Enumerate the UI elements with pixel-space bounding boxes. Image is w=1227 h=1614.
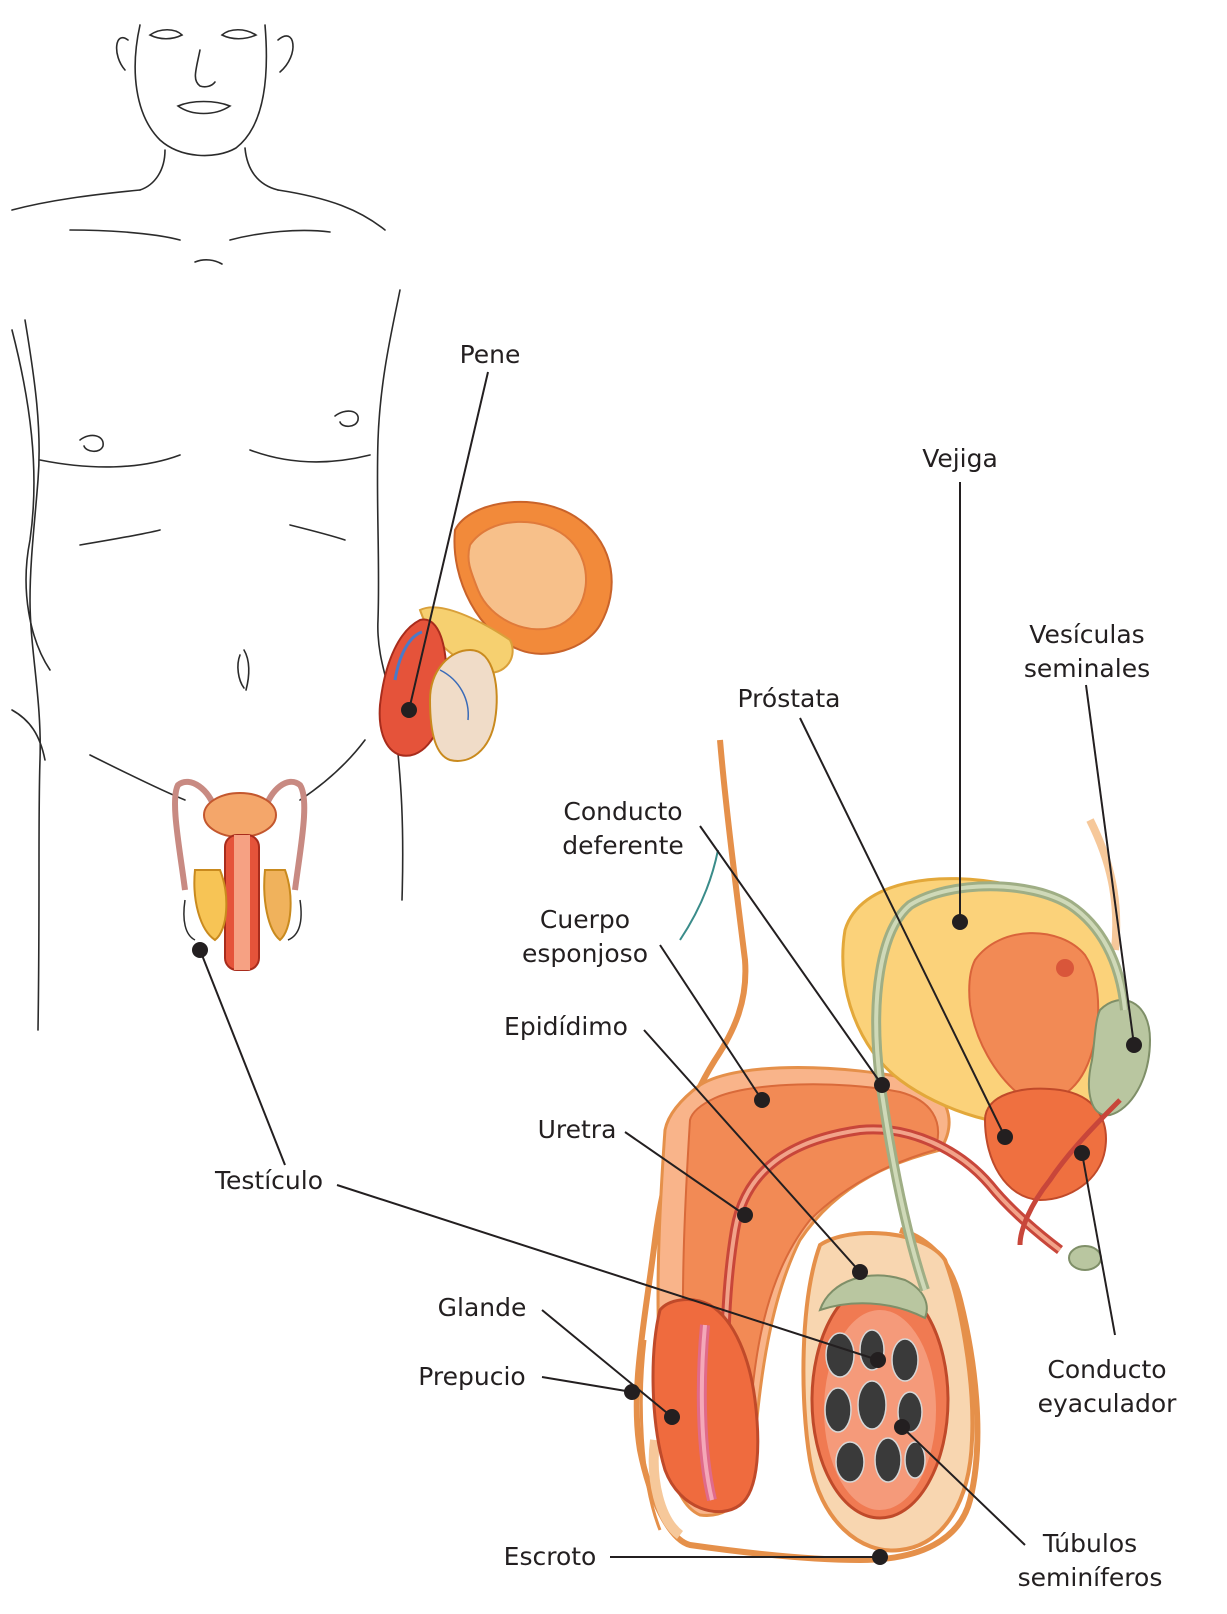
nose: [195, 50, 215, 87]
label-conducto-eyaculador-line1: Conducto: [1038, 1353, 1177, 1387]
label-tubulos-line1: Túbulos: [1018, 1527, 1163, 1561]
right-ear: [278, 36, 293, 72]
label-escroto: Escroto: [504, 1540, 597, 1574]
label-vesiculas-line1: Vesículas: [1024, 618, 1150, 652]
torso-left: [25, 320, 40, 1030]
dot-uretra: [737, 1207, 753, 1223]
clavicle-left: [70, 230, 180, 240]
neck-right: [245, 148, 278, 190]
mouth: [178, 102, 230, 114]
dot-vesiculas: [1126, 1037, 1142, 1053]
label-vejiga-text: Vejiga: [922, 442, 998, 476]
dot-pene: [401, 702, 417, 718]
dot-escroto: [872, 1549, 888, 1565]
dot-glande: [664, 1409, 680, 1425]
label-tubulos-seminiferos: Túbulos seminíferos: [1018, 1527, 1163, 1595]
neck-left: [140, 150, 165, 190]
right-eye: [222, 30, 256, 39]
label-cuerpo-esponjoso: Cuerpo esponjoso: [522, 903, 648, 971]
left-ear: [117, 38, 128, 70]
label-prepucio-text: Prepucio: [418, 1360, 525, 1394]
label-conducto-deferente: Conducto deferente: [562, 795, 684, 863]
dot-vejiga: [952, 914, 968, 930]
right-nipple: [335, 411, 358, 426]
label-conducto-deferente-line1: Conducto: [562, 795, 684, 829]
dot-prepucio: [624, 1384, 640, 1400]
dot-conducto-eyaculador: [1074, 1145, 1090, 1161]
label-conducto-eyaculador-line2: eyaculador: [1038, 1387, 1177, 1421]
groin-left: [90, 755, 185, 800]
label-pene: Pene: [460, 338, 521, 372]
label-glande-text: Glande: [438, 1291, 527, 1325]
dot-conducto-deferente: [874, 1077, 890, 1093]
dot-testiculo-2: [192, 942, 208, 958]
groin-right: [300, 740, 365, 800]
sternal-notch: [195, 260, 222, 264]
label-vesiculas-seminales: Vesículas seminales: [1024, 618, 1150, 686]
label-escroto-text: Escroto: [504, 1540, 597, 1574]
label-pene-text: Pene: [460, 338, 521, 372]
rib-left: [80, 530, 160, 545]
label-conducto-eyaculador: Conducto eyaculador: [1038, 1353, 1177, 1421]
dot-tubulos: [894, 1419, 910, 1435]
navel: [238, 650, 249, 690]
frontal-organ-inset: [175, 782, 304, 970]
label-epididimo: Epidídimo: [504, 1010, 628, 1044]
right-pec: [250, 450, 370, 462]
dot-prostata: [997, 1129, 1013, 1145]
label-uretra: Uretra: [538, 1113, 617, 1147]
rib-right: [290, 525, 345, 540]
sagittal-diagram: [637, 740, 1150, 1560]
head-outline: [135, 25, 266, 156]
label-vejiga: Vejiga: [922, 442, 998, 476]
label-prostata: Próstata: [738, 682, 841, 716]
left-pec: [40, 455, 180, 467]
label-testiculo: Testículo: [215, 1164, 323, 1198]
leader-prepucio: [542, 1377, 632, 1392]
leader-testiculo-2: [200, 950, 285, 1165]
label-cuerpo-esponjoso-line2: esponjoso: [522, 937, 648, 971]
torso-right: [377, 290, 402, 900]
left-shoulder: [12, 190, 140, 210]
label-conducto-deferente-line2: deferente: [562, 829, 684, 863]
dot-testiculo-1: [870, 1352, 886, 1368]
label-tubulos-line2: seminíferos: [1018, 1561, 1163, 1595]
seminal-vesicle: [1089, 1000, 1150, 1115]
label-prostata-text: Próstata: [738, 682, 841, 716]
label-uretra-text: Uretra: [538, 1113, 617, 1147]
clavicle-right: [230, 230, 330, 240]
left-eye: [150, 30, 182, 39]
label-cuerpo-esponjoso-line1: Cuerpo: [522, 903, 648, 937]
label-testiculo-text: Testículo: [215, 1164, 323, 1198]
side-organ-inset: [380, 502, 612, 761]
dot-cuerpo-esponjoso: [754, 1092, 770, 1108]
label-prepucio: Prepucio: [418, 1360, 525, 1394]
label-epididimo-text: Epidídimo: [504, 1010, 628, 1044]
label-glande: Glande: [438, 1291, 527, 1325]
left-nipple: [80, 435, 103, 451]
right-shoulder: [278, 190, 385, 230]
label-vesiculas-line2: seminales: [1024, 652, 1150, 686]
leader-conducto-eyaculador: [1082, 1153, 1115, 1335]
dot-epididimo: [852, 1264, 868, 1280]
